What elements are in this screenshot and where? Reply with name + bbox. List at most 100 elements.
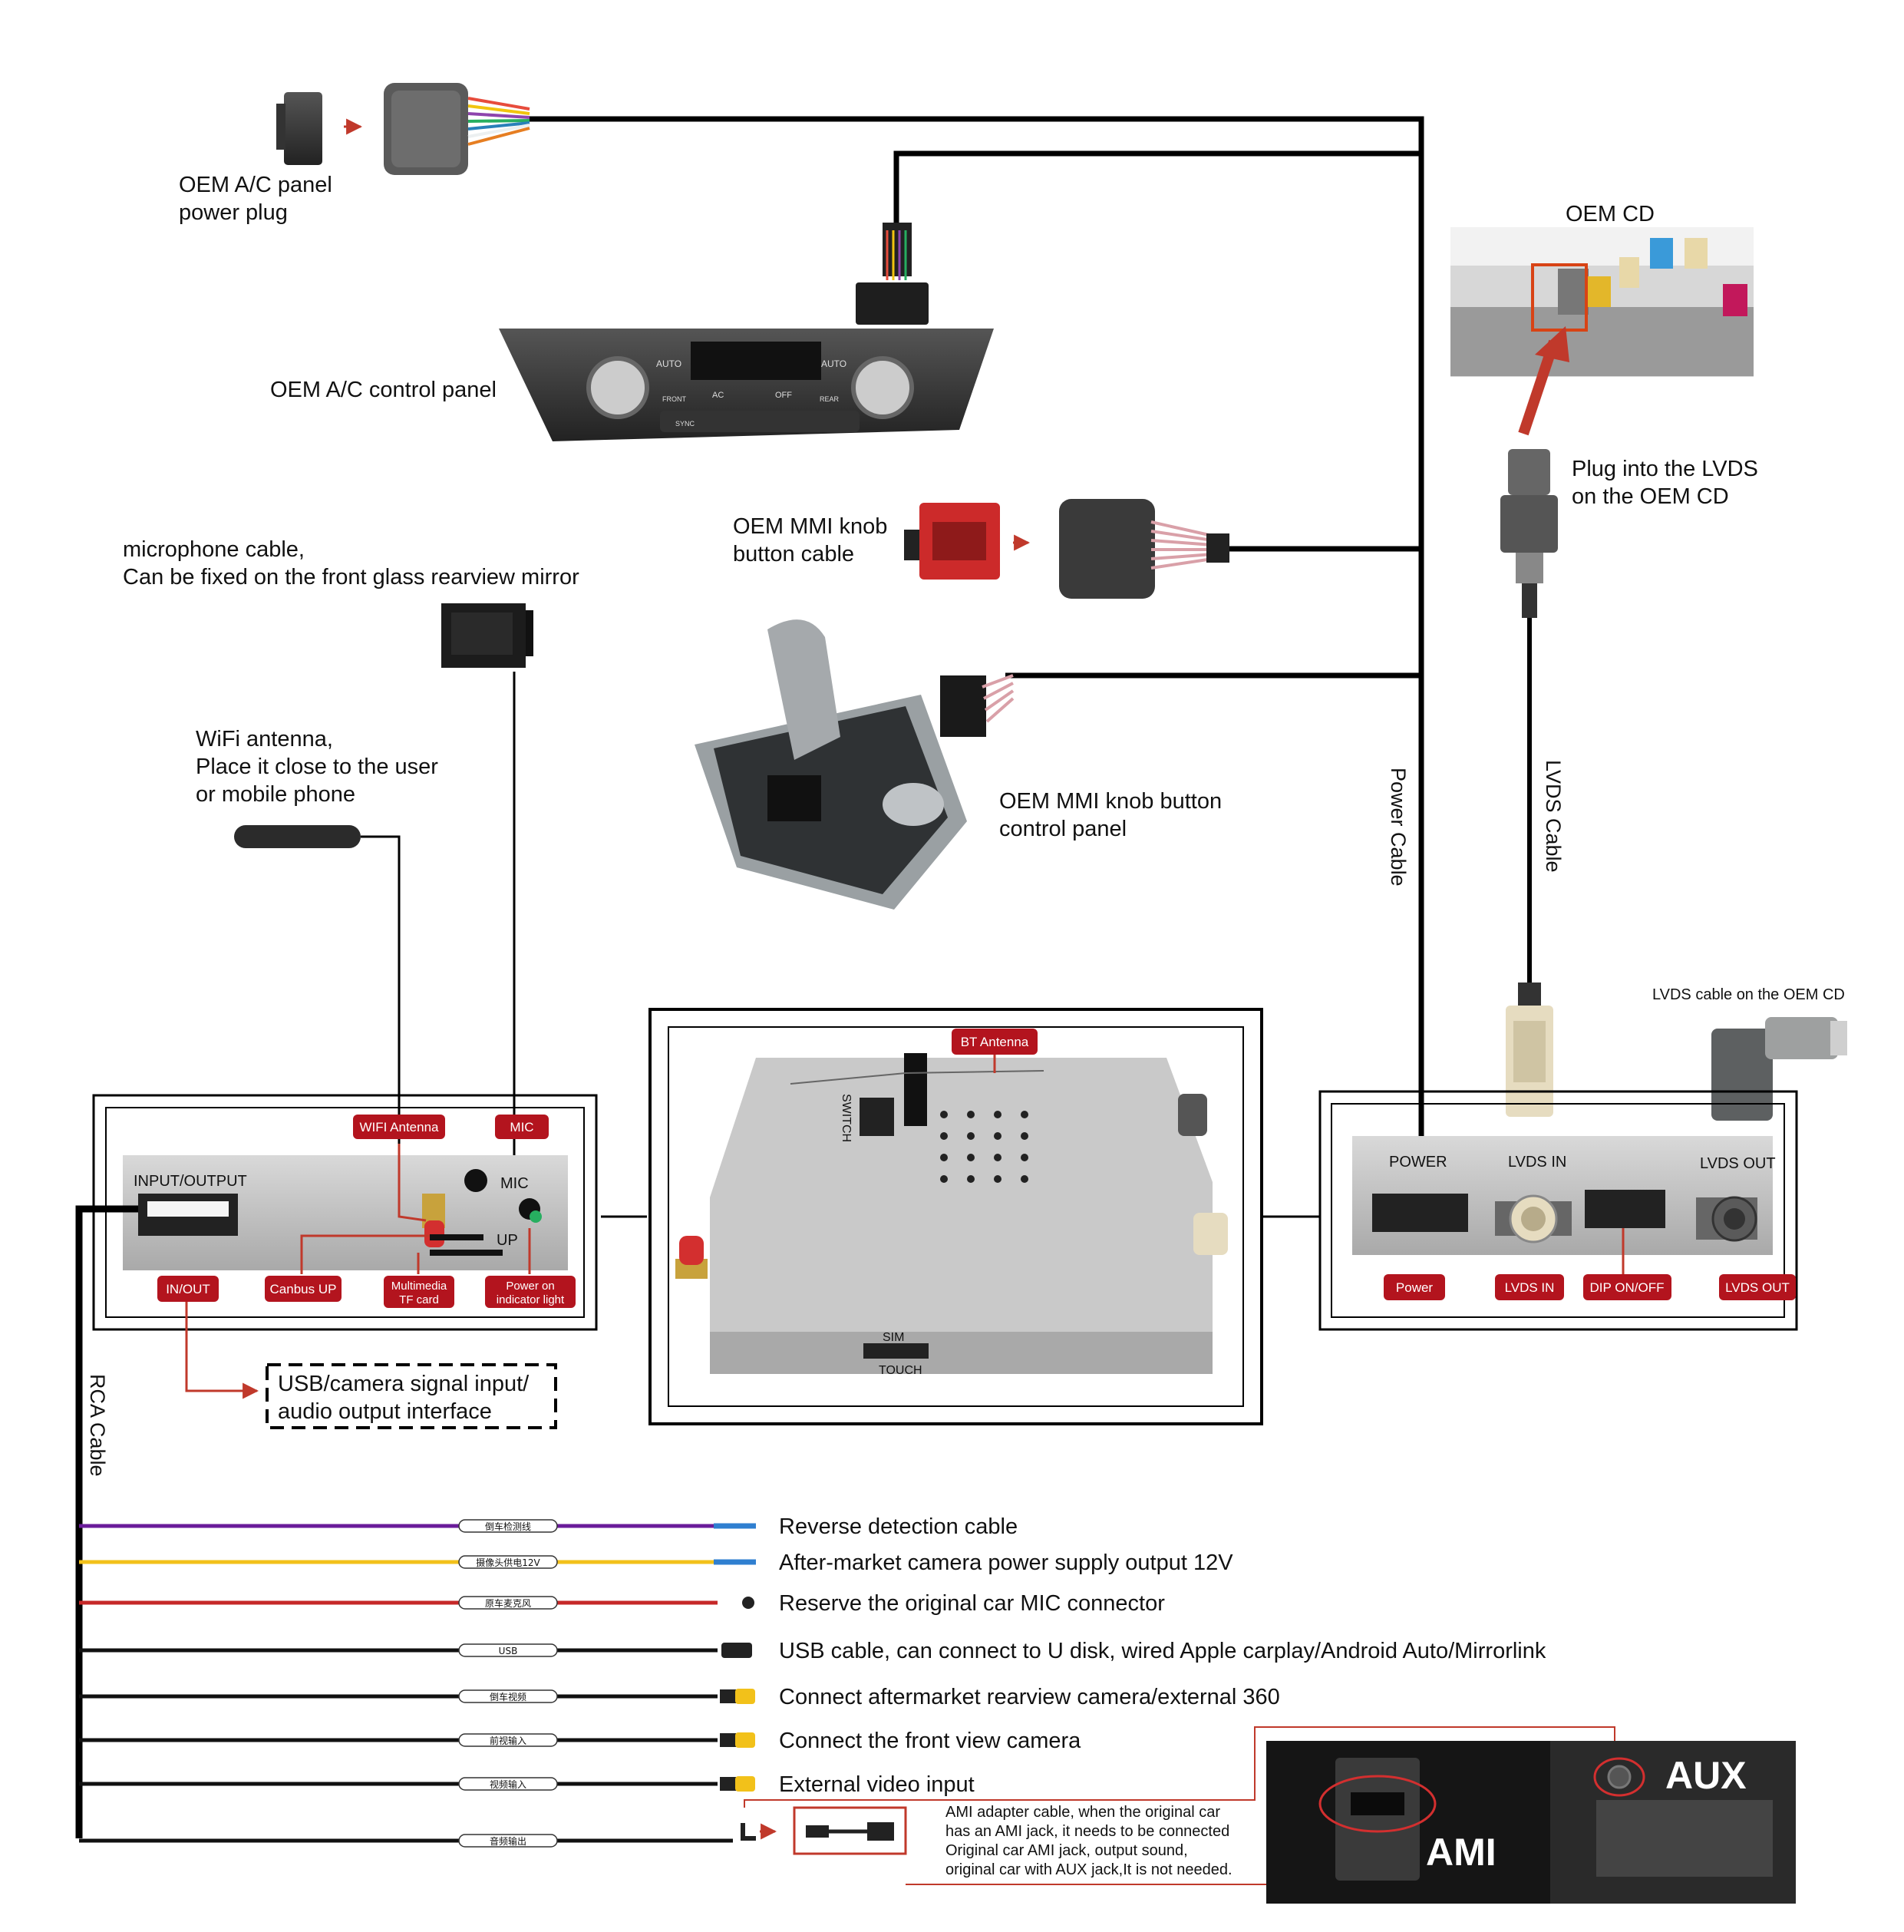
cable-tag	[458, 1733, 558, 1747]
lvds-plug-image	[1500, 449, 1558, 618]
plug-lvds-label-1: Plug into the LVDS	[1572, 457, 1758, 481]
cable-tag-text: 前视输入	[490, 1735, 526, 1746]
ac-power-plug-label-2: power plug	[179, 200, 288, 225]
oem-cd-image	[1450, 227, 1754, 377]
ac-rear: REAR	[820, 395, 840, 403]
switch-printed: SWITCH	[840, 1094, 853, 1142]
rca-plug-end	[735, 1689, 755, 1704]
cable-label: Connect the front view camera	[779, 1729, 1081, 1753]
cable-tag-text: 倒车检测线	[485, 1521, 531, 1532]
microphone-image	[441, 603, 533, 668]
badge-mic-text: MIC	[510, 1120, 533, 1134]
badge-mic: MIC	[495, 1115, 549, 1139]
input-output-printed: INPUT/OUTPUT	[134, 1173, 247, 1190]
lvds-oem-connector-image	[1711, 1017, 1847, 1121]
cable-tag	[458, 1643, 558, 1657]
ami-note-2: has an AMI jack, it needs to be connecte…	[945, 1823, 1229, 1840]
usb-camera-label-1: USB/camera signal input/	[278, 1372, 530, 1396]
canbus-slot	[430, 1234, 483, 1240]
cable-label: Connect aftermarket rearview camera/exte…	[779, 1685, 1280, 1709]
cable-label: Reserve the original car MIC connector	[779, 1591, 1165, 1616]
power-port	[1372, 1194, 1468, 1232]
badge-lvds-in: LVDS IN	[1495, 1274, 1564, 1300]
ami-note-1: AMI adapter cable, when the original car	[945, 1804, 1220, 1821]
cable-row: 倒车检测线 Reverse detection cable	[79, 1514, 1018, 1539]
ami-adapter	[741, 1806, 907, 1855]
ac-panel-connector	[856, 223, 929, 325]
cable-tag	[458, 1689, 558, 1703]
lvds-cable-oem-label: LVDS cable on the OEM CD	[1652, 986, 1845, 1003]
cable-label: USB cable, can connect to U disk, wired …	[779, 1639, 1546, 1663]
badge-bt-text: BT Antenna	[961, 1035, 1029, 1049]
lvds-out-port	[1696, 1196, 1757, 1242]
power-printed: POWER	[1389, 1154, 1447, 1171]
cable-tag	[458, 1555, 558, 1569]
badge-power: Power	[1384, 1274, 1445, 1300]
mic-plug-end	[742, 1597, 754, 1609]
ami-text: AMI	[1426, 1831, 1496, 1874]
cable-tag-text: USB	[499, 1646, 518, 1656]
power-cable-label: Power Cable	[1387, 768, 1410, 887]
mmi-knob-cable-label-2: button cable	[733, 542, 854, 566]
microphone-label-1: microphone cable,	[123, 537, 305, 562]
badge-canbus-text: Canbus UP	[270, 1282, 337, 1296]
badge-wifi-text: WIFI Antenna	[360, 1120, 440, 1134]
rca-plug-body	[720, 1689, 737, 1703]
badge-multimedia-text-1: Multimedia	[391, 1280, 447, 1293]
cable-tag	[458, 1519, 558, 1533]
badge-power-text: Power	[1396, 1280, 1434, 1295]
cable-tag-text: 视频输入	[490, 1778, 526, 1790]
badge-lvds-in-text: LVDS IN	[1505, 1280, 1555, 1295]
badge-dip-text: DIP ON/OFF	[1590, 1280, 1665, 1295]
center-module-box	[675, 1053, 1228, 1374]
lvds-in-port	[1495, 1194, 1572, 1243]
cable-row: 前视输入 Connect the front view camera	[79, 1729, 1081, 1753]
mmi-control-panel-label-1: OEM MMI knob button	[999, 789, 1222, 814]
badge-power-light-text-2: indicator light	[497, 1293, 565, 1306]
usb-camera-label-2: audio output interface	[278, 1399, 492, 1424]
cable-tag-text: 摄像头供电12V	[476, 1557, 540, 1568]
badge-multimedia: Multimedia TF card	[384, 1276, 454, 1308]
ac-auto-right: AUTO	[821, 358, 846, 369]
badge-in-out-text: IN/OUT	[166, 1282, 210, 1296]
usb-plug-end	[721, 1643, 752, 1658]
cable-row: 视频输入 External video input	[79, 1772, 975, 1797]
wifi-label-2: Place it close to the user	[196, 755, 438, 779]
wifi-label-1: WiFi antenna,	[196, 727, 333, 751]
tf-card-slot	[430, 1250, 503, 1256]
power-led	[530, 1210, 542, 1223]
ac-ac: AC	[712, 391, 724, 400]
badge-power-light-text-1: Power on	[506, 1280, 554, 1293]
badge-multimedia-text-2: TF card	[399, 1293, 439, 1306]
up-printed: UP	[497, 1232, 518, 1249]
mmi-knob-cable-image	[904, 499, 1229, 599]
badge-dip: DIP ON/OFF	[1583, 1274, 1671, 1300]
badge-power-light: Power on indicator light	[485, 1276, 576, 1308]
lvds-cable-label: LVDS Cable	[1542, 760, 1565, 873]
power-wiring	[530, 116, 1424, 1136]
ami-note-3: Original car AMI jack, output sound,	[945, 1842, 1188, 1859]
rca-cable-label: RCA Cable	[86, 1374, 109, 1477]
left-leaders	[185, 1144, 531, 1399]
cable-row: 音频输出	[79, 1834, 733, 1848]
wifi-antenna-port	[422, 1194, 445, 1247]
plug-arrow-head	[1535, 326, 1569, 362]
lvds-out-printed: LVDS OUT	[1700, 1155, 1776, 1172]
badge-wifi-antenna: WIFI Antenna	[353, 1115, 445, 1139]
plug-lvds-label-2: on the OEM CD	[1572, 484, 1729, 509]
cable-label: Reverse detection cable	[779, 1514, 1018, 1539]
rca-plug-end	[735, 1732, 755, 1748]
right-module-frame	[1318, 1090, 1798, 1331]
badge-lvds-out: LVDS OUT	[1719, 1274, 1796, 1300]
usb-camera-box	[266, 1363, 557, 1429]
ac-power-plug-image	[276, 83, 530, 175]
mmi-knob-cable-label-1: OEM MMI knob	[733, 514, 887, 539]
oem-cd-label: OEM CD	[1566, 202, 1655, 226]
cable-tag-text: 音频输出	[490, 1835, 526, 1847]
ami-photo: AMI AUX	[1266, 1741, 1796, 1904]
cable-label: External video input	[779, 1772, 975, 1797]
